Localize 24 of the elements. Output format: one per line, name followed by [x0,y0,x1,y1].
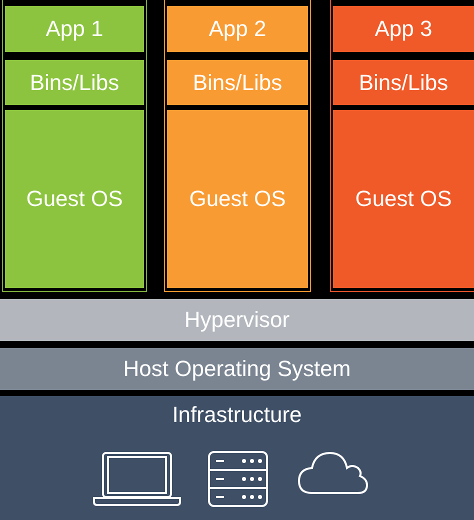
app-layer [167,6,308,52]
layer-label: Hypervisor [184,307,290,333]
layer-label: Infrastructure [172,402,302,428]
guest-os-layer [167,110,308,288]
layer-label: App 3 [374,16,432,42]
layer-label: Guest OS [355,186,452,212]
layer-label: Bins/Libs [30,70,120,96]
host-os-layer [0,348,474,390]
layer-label: Guest OS [26,186,123,212]
guest-os-layer [5,110,144,288]
layer-label: Bins/Libs [192,70,282,96]
app-layer [5,6,144,52]
app-layer [333,6,474,52]
layer-label: App 1 [46,16,104,42]
layer-label: Host Operating System [123,356,351,382]
hypervisor-layer [0,299,474,341]
library-layer [333,60,474,105]
layer-label: App 2 [208,16,266,42]
layer-label: Guest OS [189,186,286,212]
library-layer [5,60,144,105]
layer-label: Bins/Libs [358,70,448,96]
library-layer [167,60,308,105]
infrastructure-layer [0,396,474,520]
guest-os-layer [333,110,474,288]
